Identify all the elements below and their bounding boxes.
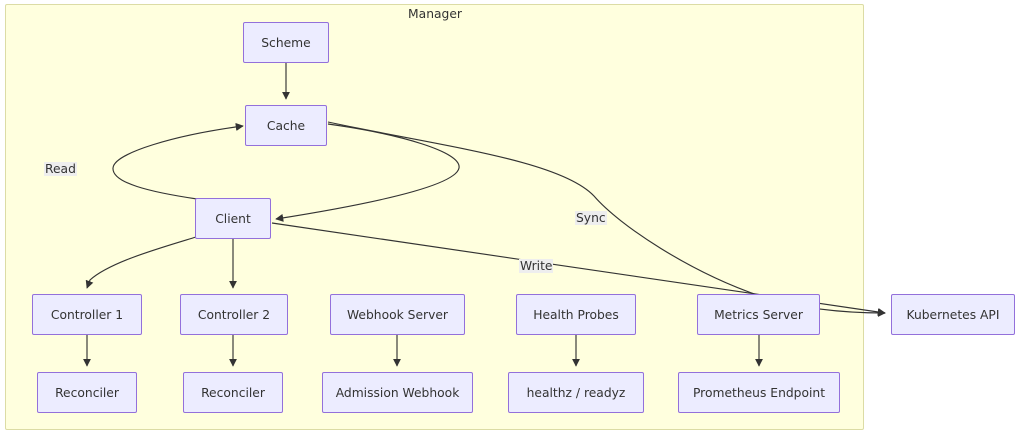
node-prometheus-endpoint[interactable]: Prometheus Endpoint <box>678 372 840 413</box>
node-kubernetes-api[interactable]: Kubernetes API <box>891 294 1015 335</box>
node-reconciler-1[interactable]: Reconciler <box>37 372 137 413</box>
node-controller-2[interactable]: Controller 2 <box>180 294 288 335</box>
manager-cluster <box>5 4 864 430</box>
node-healthz-readyz[interactable]: healthz / readyz <box>508 372 644 413</box>
node-reconciler-2[interactable]: Reconciler <box>183 372 283 413</box>
node-admission-webhook[interactable]: Admission Webhook <box>322 372 473 413</box>
edge-label-write: Write <box>519 259 554 273</box>
node-webhook-server[interactable]: Webhook Server <box>330 294 465 335</box>
edge-label-read: Read <box>44 162 77 176</box>
node-controller-1[interactable]: Controller 1 <box>32 294 142 335</box>
node-metrics-server[interactable]: Metrics Server <box>697 294 820 335</box>
edge-label-sync: Sync <box>575 211 607 225</box>
node-health-probes[interactable]: Health Probes <box>516 294 636 335</box>
node-cache[interactable]: Cache <box>245 105 327 146</box>
node-scheme[interactable]: Scheme <box>243 22 329 63</box>
node-client[interactable]: Client <box>195 198 271 239</box>
manager-cluster-label: Manager <box>408 7 462 21</box>
